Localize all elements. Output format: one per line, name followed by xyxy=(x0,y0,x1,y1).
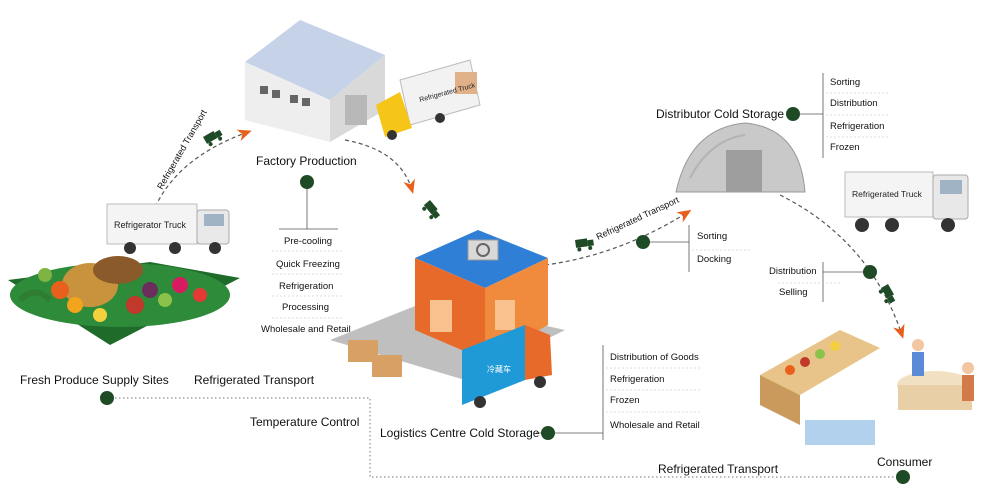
factory-list-item: Pre-cooling xyxy=(284,236,333,247)
node-dots xyxy=(100,107,910,484)
node-dot-consumer-list xyxy=(863,265,877,279)
factory-title: Factory Production xyxy=(256,154,357,168)
produce-basket xyxy=(8,256,240,345)
arch-warehouse xyxy=(675,122,806,193)
logistics-van: 冷藏车 xyxy=(462,325,552,408)
transfer-list-item: Docking xyxy=(697,254,732,265)
timeline-dotted-line xyxy=(107,397,903,478)
list-connectors xyxy=(279,73,870,440)
logistics-list-item: Wholesale and Retail xyxy=(610,420,700,431)
truck-icon xyxy=(422,200,441,220)
distributor-list-item: Distribution xyxy=(830,98,878,109)
truck-icon xyxy=(878,284,896,304)
factory-list-item: Processing xyxy=(282,302,329,313)
refrigerator-truck-label: Refrigerator Truck xyxy=(114,220,187,230)
factory-truck: Refrigerated Truck xyxy=(376,59,481,140)
refrigerator-truck: Refrigerator Truck xyxy=(106,203,230,254)
flow-arc-factory-to-logistics xyxy=(344,139,415,194)
refrigerated-transport-bottom: Refrigerated Transport xyxy=(658,462,779,476)
factory-list-item: Refrigeration xyxy=(279,281,334,292)
market-stall xyxy=(760,330,974,445)
logistics-list-item: Frozen xyxy=(610,395,640,406)
arc-label-logistics-distributor: Refrigerated Transport xyxy=(595,194,681,241)
flow-arc-logistics-to-distributor xyxy=(544,209,692,266)
logistics-title: Logistics Centre Cold Storage xyxy=(380,426,540,440)
logistics-warehouse xyxy=(330,230,565,380)
distributor-title: Distributor Cold Storage xyxy=(656,107,785,121)
node-dot-distributor xyxy=(786,107,800,121)
distributor-truck-label: Refrigerated Truck xyxy=(852,189,923,199)
arc-label-supply-factory: Refrigerated Transport xyxy=(155,108,209,191)
factory-building xyxy=(245,20,385,142)
temperature-control: Temperature Control xyxy=(250,415,360,429)
node-dot-consumer xyxy=(896,470,910,484)
list-separators xyxy=(272,92,890,413)
factory-list-item: Wholesale and Retail xyxy=(261,324,351,335)
factory-list-item: Quick Freezing xyxy=(276,259,340,270)
node-dot-logistics xyxy=(541,426,555,440)
logistics-list-item: Refrigeration xyxy=(610,374,665,385)
consumer-list-item: Selling xyxy=(779,287,808,298)
flow-arc-supply-to-factory xyxy=(149,129,252,221)
refrigerated-transport-1: Refrigerated Transport xyxy=(194,373,315,387)
distributor-list-item: Frozen xyxy=(830,142,860,153)
truck-icon xyxy=(575,238,594,252)
logistics-list-item: Distribution of Goods xyxy=(610,352,699,363)
node-dot-transfer xyxy=(636,235,650,249)
distributor-list-item: Refrigeration xyxy=(830,121,885,132)
logistics-van-label: 冷藏车 xyxy=(487,364,511,374)
distributor-truck: Refrigerated Truck xyxy=(844,171,969,232)
flow-arc-distributor-to-consumer xyxy=(779,194,905,339)
transfer-list-item: Sorting xyxy=(697,231,728,242)
supply-title: Fresh Produce Supply Sites xyxy=(20,373,169,387)
node-dot-supply xyxy=(100,391,114,405)
distributor-list-item: Sorting xyxy=(830,77,861,88)
node-dot-factory xyxy=(300,175,314,189)
truck-icon xyxy=(203,129,223,147)
consumer-list-item: Distribution xyxy=(769,266,817,277)
consumer-title: Consumer xyxy=(877,455,933,469)
